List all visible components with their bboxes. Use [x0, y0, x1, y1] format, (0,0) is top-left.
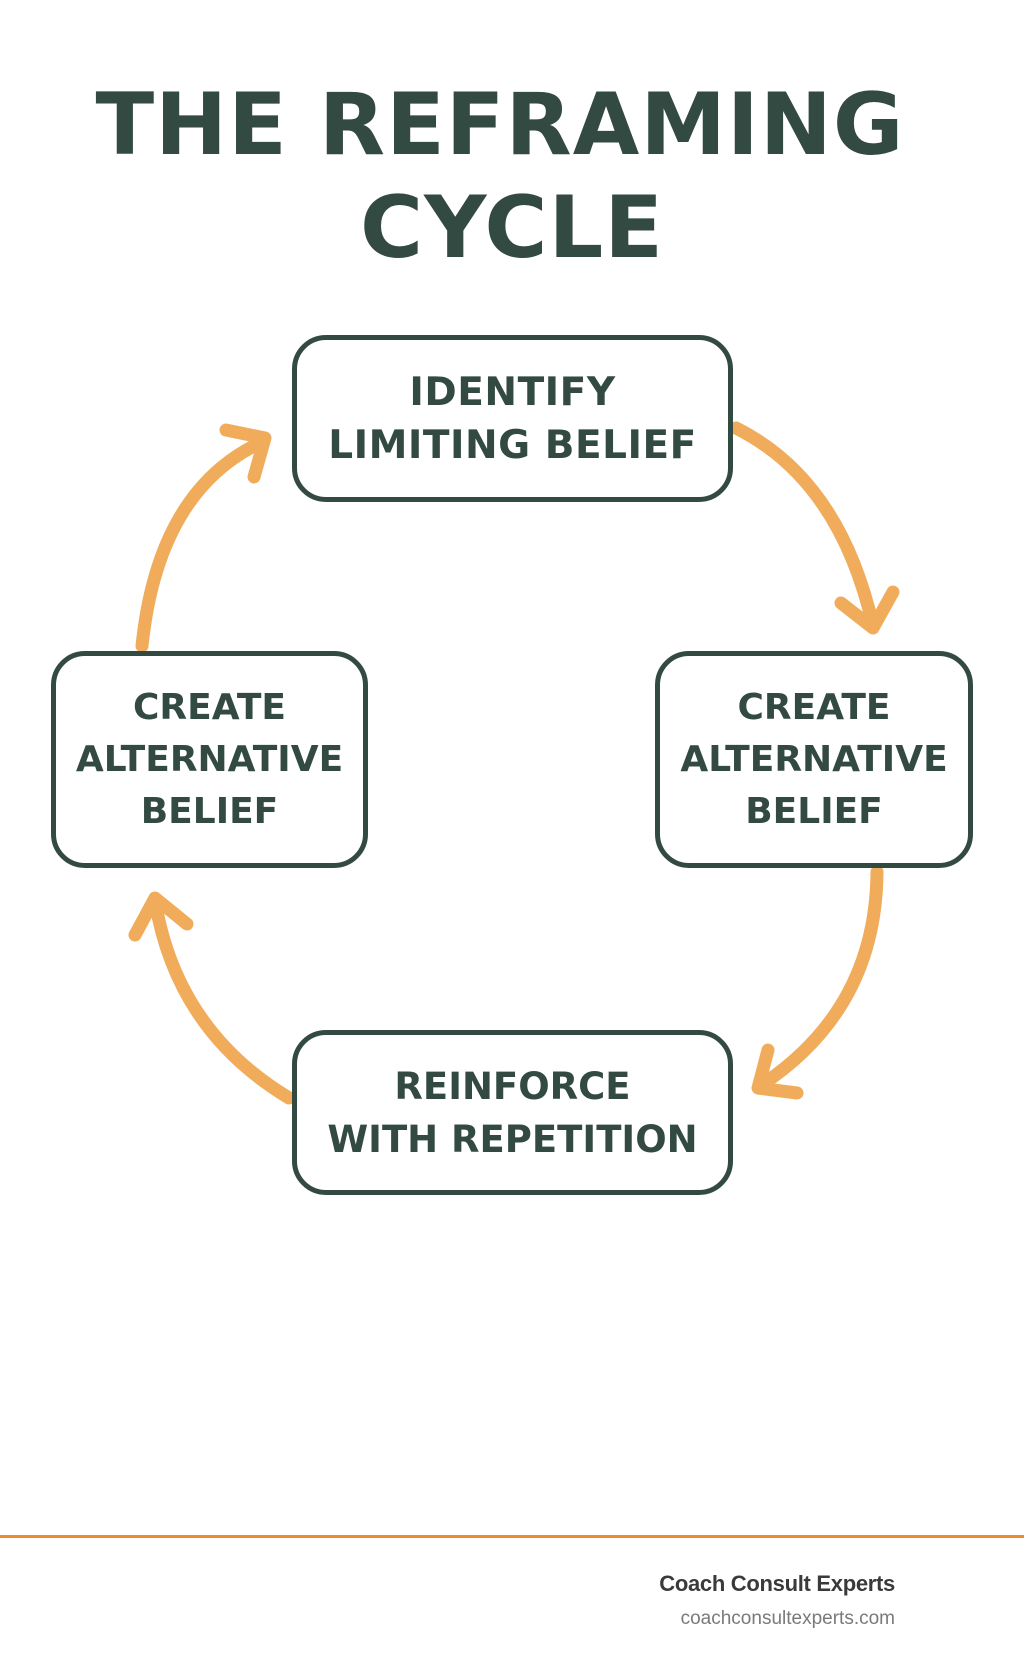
arrow-bottom-to-left-head-icon: [128, 891, 194, 942]
cycle-step-reinforce-with-repetition: REINFORCE WITH REPETITION: [292, 1030, 733, 1195]
arrow-top-to-right: [729, 421, 900, 635]
arrow-left-to-top-head-icon: [219, 423, 272, 484]
arrow-top-to-right-head-icon: [834, 585, 900, 635]
step-label-line: ALTERNATIVE: [75, 738, 344, 780]
step-label-line: IDENTIFY: [409, 369, 616, 415]
footer-website-link[interactable]: coachconsultexperts.com: [680, 1608, 895, 1629]
step-label-line: ALTERNATIVE: [680, 738, 948, 780]
title-line-1: THE REFRAMING: [95, 75, 905, 175]
arrow-bottom-to-left-shaft: [148, 893, 296, 1105]
arrow-left-to-top: [135, 423, 272, 653]
arrow-bottom-to-left: [128, 891, 296, 1105]
cycle-step-identify-limiting-belief: IDENTIFY LIMITING BELIEF: [292, 335, 733, 502]
arrow-right-to-bottom-shaft: [753, 865, 884, 1093]
cycle-step-create-alternative-belief-left: CREATE ALTERNATIVE BELIEF: [51, 651, 368, 868]
arrow-right-to-bottom: [751, 865, 884, 1100]
diagram-title: THE REFRAMING CYCLE: [0, 74, 1024, 280]
step-label-line: BELIEF: [140, 790, 279, 832]
footer-brand-name: Coach Consult Experts: [659, 1571, 895, 1596]
step-label-line: LIMITING BELIEF: [328, 422, 697, 468]
arrow-left-to-top-shaft: [135, 435, 269, 653]
step-label-line: REINFORCE: [394, 1064, 631, 1108]
arrow-top-to-right-shaft: [729, 421, 880, 633]
step-label-line: CREATE: [737, 686, 891, 728]
step-label-line: WITH REPETITION: [327, 1117, 698, 1161]
footer-divider: [0, 1535, 1024, 1538]
title-line-2: CYCLE: [360, 178, 664, 278]
step-label-line: CREATE: [133, 686, 286, 728]
step-label-line: BELIEF: [745, 790, 883, 832]
arrow-right-to-bottom-head-icon: [751, 1043, 804, 1100]
cycle-step-create-alternative-belief-right: CREATE ALTERNATIVE BELIEF: [655, 651, 973, 868]
